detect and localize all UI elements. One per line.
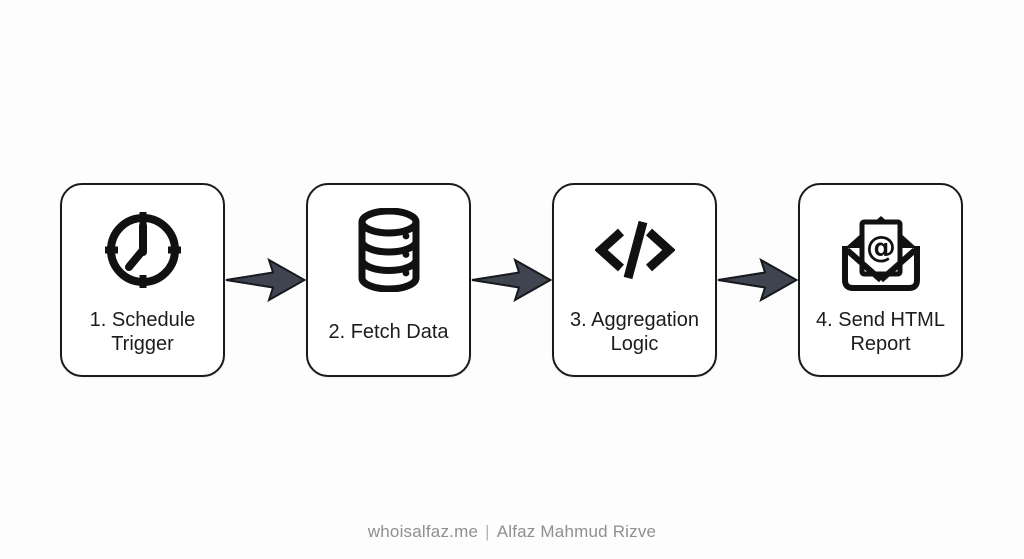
step-label-line: 2. Fetch Data [328, 321, 449, 343]
footer-author: Alfaz Mahmud Rizve [496, 522, 657, 541]
step-label: 1. Schedule Trigger [66, 303, 219, 361]
flow-arrow [225, 257, 306, 303]
footer-site: whoisalfaz.me [367, 522, 479, 541]
email-icon: @ [800, 205, 961, 295]
step-label: 4. Send HTML Report [804, 303, 957, 361]
database-icon [308, 205, 469, 295]
flow-arrow [717, 257, 798, 303]
step-card-aggregation-logic: 3. Aggregation Logic [552, 183, 717, 377]
flow-arrow [471, 257, 552, 303]
step-label-line: Report [850, 333, 911, 355]
flow-row: 1. Schedule Trigger [60, 183, 963, 377]
step-card-fetch-data: 2. Fetch Data [306, 183, 471, 377]
footer-separator: | [485, 522, 490, 541]
code-icon [554, 205, 715, 295]
step-label: 2. Fetch Data [312, 303, 465, 361]
step-label-line: 1. Schedule [89, 309, 196, 331]
at-symbol: @ [866, 230, 896, 265]
step-label-line: 4. Send HTML [816, 309, 945, 331]
footer-credit: whoisalfaz.me | Alfaz Mahmud Rizve [0, 522, 1024, 542]
clock-icon [62, 205, 223, 295]
step-label-line: Logic [610, 333, 659, 355]
step-card-send-html-report: @ 4. Send HTML Report [798, 183, 963, 377]
step-card-schedule-trigger: 1. Schedule Trigger [60, 183, 225, 377]
step-label-line: 3. Aggregation [570, 309, 699, 331]
step-label: 3. Aggregation Logic [558, 303, 711, 361]
step-label-line: Trigger [111, 333, 174, 355]
